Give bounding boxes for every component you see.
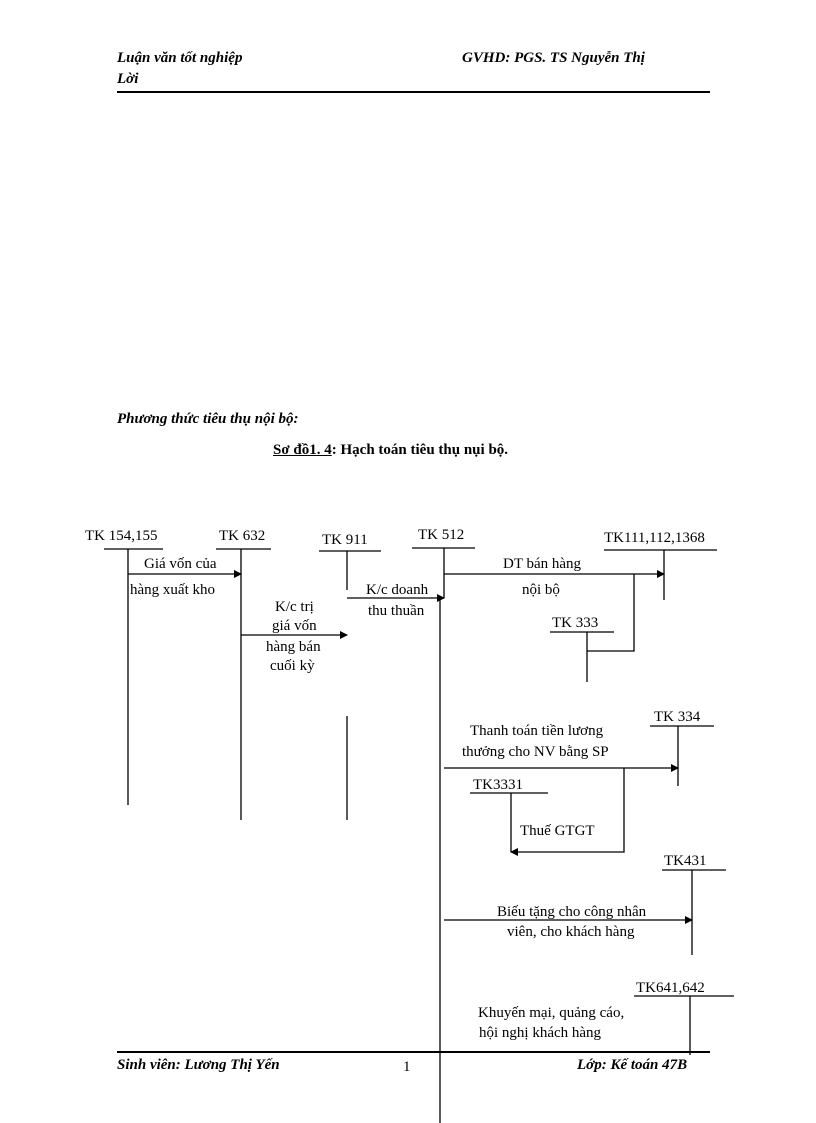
account-label-tk334: TK 334	[654, 709, 701, 725]
diagram-caption: Sơ đồ1. 4: Hạch toán tiêu thụ nụi bộ.	[273, 442, 508, 459]
flow-label-gia-von-2: hàng xuất kho	[130, 582, 215, 598]
page-number: 1	[403, 1059, 411, 1075]
account-label-tk154: TK 154,155	[85, 528, 158, 544]
flow-label-bieu-1: Biếu tặng cho công nhân	[497, 904, 647, 920]
flow-label-kc-tri-1: K/c trị	[275, 599, 314, 615]
footer-student: Sinh viên: Lương Thị Yến	[117, 1057, 280, 1073]
flow-arrow-thue-gtgt	[510, 768, 625, 856]
header-thesis-title: Luận văn tốt nghiệp	[117, 50, 243, 66]
flow-label-kc-tri-4: cuối kỳ	[270, 658, 315, 674]
connector-tk333-tk111	[587, 574, 635, 652]
flow-label-dt-2: nội bộ	[522, 582, 560, 598]
flow-label-bieu-2: viên, cho khách hàng	[507, 924, 635, 940]
flow-label-gia-von-1: Giá vốn của	[144, 556, 217, 572]
account-label-tk333: TK 333	[552, 615, 598, 631]
account-label-tk911: TK 911	[322, 532, 368, 548]
section-title: Phương thức tiêu thụ nội bộ:	[117, 411, 299, 427]
flow-label-kc-dt-1: K/c doanh	[366, 582, 429, 598]
flow-label-kc-dt-2: thu thuần	[368, 603, 425, 619]
flow-label-km-2: hội nghị khách hàng	[479, 1025, 602, 1041]
account-label-tk512: TK 512	[418, 527, 464, 543]
header-rule	[117, 91, 710, 93]
flow-label-luong-1: Thanh toán tiền lương	[470, 723, 604, 739]
caption-text: : Hạch toán tiêu thụ nụi bộ.	[331, 442, 509, 458]
flow-label-kc-tri-2: giá vốn	[272, 618, 317, 634]
account-label-tk3331: TK3331	[473, 777, 523, 793]
flow-label-luong-2: thưởng cho NV bằng SP	[462, 744, 609, 760]
footer-class: Lớp: Kế toán 47B	[577, 1057, 688, 1073]
footer-rule	[117, 1051, 710, 1053]
account-label-tk431: TK431	[664, 853, 707, 869]
flow-label-thue: Thuế GTGT	[520, 823, 595, 839]
flow-label-dt-1: DT bán hàng	[503, 556, 582, 572]
header-thesis-title-line2: Lời	[117, 71, 139, 87]
flow-label-km-1: Khuyến mại, quảng cáo,	[478, 1005, 624, 1021]
account-label-tk641: TK641,642	[636, 980, 705, 996]
caption-label: Sơ đồ1. 4	[273, 442, 332, 458]
account-label-tk111: TK111,112,1368	[604, 530, 705, 546]
header-supervisor: GVHD: PGS. TS Nguyễn Thị	[462, 50, 645, 66]
flow-label-kc-tri-3: hàng bán	[266, 639, 321, 655]
account-label-tk632: TK 632	[219, 528, 265, 544]
